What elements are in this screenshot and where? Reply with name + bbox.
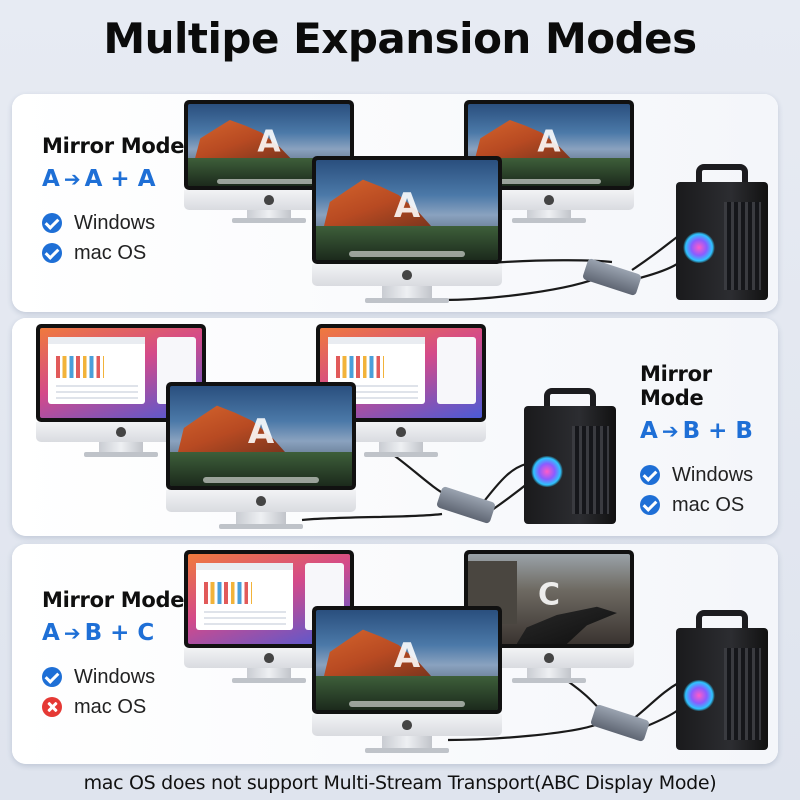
os-label: mac OS: [74, 695, 147, 718]
os-row-windows: Windows: [42, 208, 242, 238]
desktop-pc: [524, 388, 616, 524]
formula-source: A: [42, 166, 60, 192]
os-support-list: Windows mac OS: [42, 208, 242, 268]
mode-formula: A➔A + A: [42, 166, 242, 192]
mode-formula: A➔B + B: [640, 418, 778, 444]
screen-letter: B: [109, 351, 133, 387]
os-label: Windows: [672, 463, 754, 486]
mode-title: Mirror Mode: [640, 362, 712, 410]
apple-logo-icon: [256, 496, 266, 506]
apple-logo-icon: [264, 195, 274, 205]
panel-mirror-abc: Mirror Mode A➔B + C Windows mac OS B C A: [12, 544, 778, 764]
arrow-icon: ➔: [661, 419, 679, 443]
os-support-list: Windows mac OS: [640, 460, 778, 520]
monitor-center: A: [312, 156, 502, 306]
check-circle-icon: [640, 495, 660, 515]
os-row-macos: mac OS: [640, 490, 778, 520]
panel-mirror-aaa: Mirror Mode A➔A + A Windows mac OS A A A: [12, 94, 778, 312]
mode-title: Mirror Mode: [42, 134, 185, 158]
check-circle-icon: [42, 213, 62, 233]
os-support-list: Windows mac OS: [42, 662, 242, 722]
apple-logo-icon: [264, 653, 274, 663]
monitor-left: B: [36, 324, 206, 460]
screen-letter: A: [247, 412, 275, 452]
apple-logo-icon: [396, 427, 406, 437]
os-row-macos: mac OS: [42, 238, 242, 268]
apple-logo-icon: [116, 427, 126, 437]
apple-logo-icon: [544, 195, 554, 205]
monitor-center: A: [312, 606, 502, 758]
arrow-icon: ➔: [63, 167, 81, 191]
screen-letter: A: [257, 124, 281, 160]
mode-info: Mirror Mode A➔B + B Windows mac OS: [640, 362, 778, 520]
check-circle-icon: [42, 243, 62, 263]
apple-logo-icon: [402, 720, 412, 730]
screen-letter: A: [393, 636, 421, 676]
footer-note: mac OS does not support Multi-Stream Tra…: [83, 772, 717, 794]
formula-output-1: B: [84, 620, 103, 646]
check-circle-icon: [42, 667, 62, 687]
os-row-windows: Windows: [42, 662, 242, 692]
screen-letter: A: [537, 124, 561, 160]
formula-source: A: [640, 418, 658, 444]
formula-output-1: B: [682, 418, 701, 444]
screen-letter: B: [389, 351, 413, 387]
page-title: Multipe Expansion Modes: [103, 14, 697, 63]
formula-output-2: B: [735, 418, 753, 444]
formula-output-2: C: [137, 620, 155, 646]
apple-logo-icon: [402, 270, 412, 280]
formula-output-1: A: [84, 166, 103, 192]
os-row-macos: mac OS: [42, 692, 242, 722]
x-circle-icon: [42, 697, 62, 717]
screen-letter: C: [537, 577, 561, 613]
os-row-windows: Windows: [640, 460, 778, 490]
desktop-pc: [676, 610, 768, 750]
mode-title: Mirror Mode: [42, 588, 185, 612]
screen-letter: B: [257, 577, 281, 613]
mode-formula: A➔B + C: [42, 620, 242, 646]
formula-plus: +: [110, 166, 130, 192]
os-label: mac OS: [74, 241, 147, 264]
screen-letter: A: [393, 186, 421, 226]
monitor-center: A: [166, 382, 356, 532]
panel-mirror-abb: B B A Mirror Mode A➔B + B Windows: [12, 318, 778, 536]
arrow-icon: ➔: [63, 621, 81, 645]
desktop-pc: [676, 164, 768, 300]
check-circle-icon: [640, 465, 660, 485]
os-label: mac OS: [672, 493, 745, 516]
mode-info: Mirror Mode A➔B + C Windows mac OS: [42, 588, 242, 722]
os-label: Windows: [74, 211, 156, 234]
formula-plus: +: [708, 418, 728, 444]
os-label: Windows: [74, 665, 156, 688]
apple-logo-icon: [544, 653, 554, 663]
mode-info: Mirror Mode A➔A + A Windows mac OS: [42, 134, 242, 268]
formula-source: A: [42, 620, 60, 646]
formula-plus: +: [110, 620, 130, 646]
formula-output-2: A: [137, 166, 156, 192]
